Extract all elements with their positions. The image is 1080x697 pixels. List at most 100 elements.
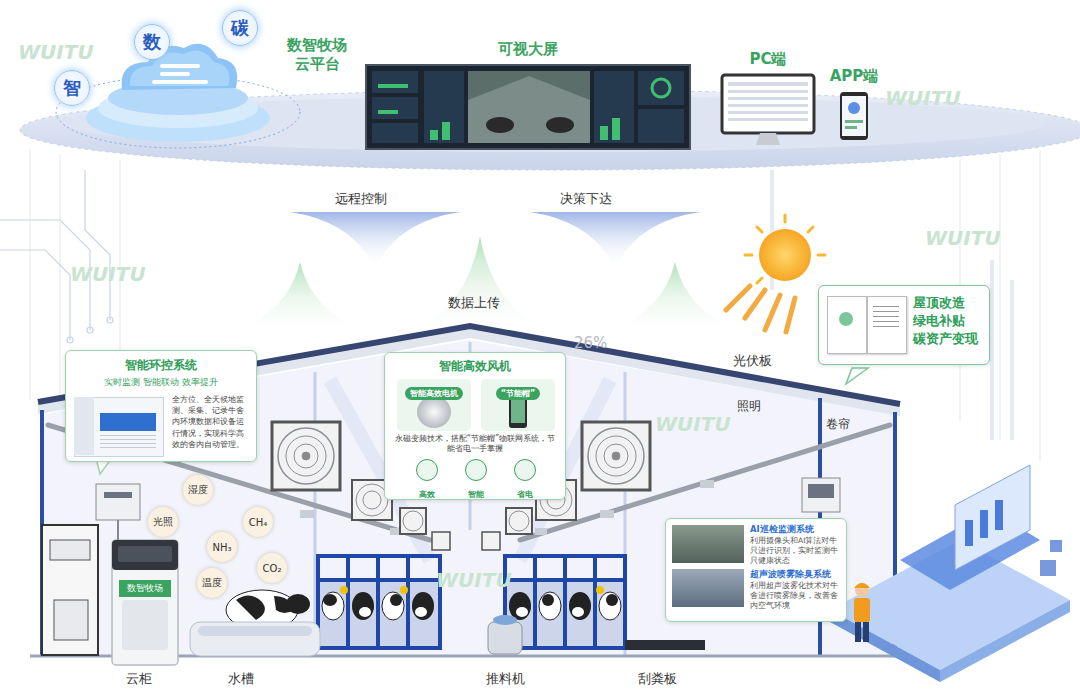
art-ellipse — [286, 594, 310, 614]
art-rect — [995, 500, 1003, 530]
part-label: 刮粪板 — [638, 670, 677, 688]
watermark: WUITU — [655, 412, 731, 436]
art-rect — [600, 510, 614, 518]
certificate-lines — [873, 306, 899, 330]
app-node: APP端 — [838, 92, 870, 142]
art-rect — [990, 260, 994, 440]
node-text: 数智牧场 — [119, 580, 171, 597]
art-g — [30, 150, 1040, 460]
flow-label: 决策下达 — [560, 190, 612, 208]
faint-percent: 26% — [574, 334, 607, 352]
art-circle — [302, 452, 310, 460]
art-ellipse — [352, 592, 374, 620]
node-text: NH₃ — [212, 542, 231, 553]
art-g — [372, 71, 684, 143]
art-rect — [728, 111, 808, 114]
art-line — [784, 215, 787, 222]
certificate-seal — [839, 312, 853, 326]
art-path — [590, 262, 760, 335]
art-rect — [808, 484, 834, 498]
art-rect — [505, 580, 625, 648]
art-g — [378, 79, 670, 140]
art-path — [236, 595, 265, 620]
sensor-bubble: CO₂ — [257, 553, 287, 583]
art-circle — [294, 444, 318, 468]
art-line — [726, 286, 750, 310]
art-circle — [107, 317, 113, 323]
art-rect — [198, 626, 312, 636]
art-line — [1040, 150, 1041, 460]
art-line — [818, 254, 825, 257]
carbon-callout: 屋顶改造 绿电补贴 碳资产变现 — [818, 285, 990, 365]
node-text: 湿度 — [188, 483, 208, 497]
art-circle — [400, 586, 408, 594]
art-ellipse — [390, 594, 402, 606]
node-text: 数 — [143, 30, 161, 54]
art-rect — [160, 64, 200, 68]
art-g — [315, 342, 625, 655]
node-text: 利用超声波雾化技术对牛舍进行喷雾除臭，改善舍内空气环境 — [750, 581, 840, 610]
feature-card: 智能高效电机 — [397, 379, 471, 431]
art-line — [117, 520, 119, 540]
art-rect — [638, 71, 684, 105]
camera-image — [672, 525, 744, 563]
keyword-bubble: 数 — [134, 24, 170, 60]
node-text: 全方位、全天候地监测、采集、记录牛舍内环境数据和设备运行情况，实现科学高效的舍内… — [172, 394, 248, 450]
art-ellipse — [516, 607, 528, 617]
art-rect — [160, 72, 190, 76]
flow-label: 远程控制 — [335, 190, 387, 208]
art-rect — [432, 532, 450, 550]
device-heading: 可视大屏 — [498, 40, 558, 59]
node-text: 智能 — [460, 489, 492, 500]
art-rect — [54, 600, 88, 640]
art-rect — [728, 90, 808, 93]
art-ellipse — [569, 592, 591, 620]
keyword-bubble: 碳 — [222, 10, 258, 46]
env-control-callout: 智能环控系统实时监测 智能联动 效率提升全方位、全天候地监测、采集、记录牛舍内环… — [65, 350, 257, 462]
node-text: 温度 — [202, 576, 222, 590]
art-rect — [845, 126, 857, 129]
art-rect — [505, 556, 625, 648]
art-circle — [612, 452, 620, 460]
node-text: 利用摄像头和AI算法对牛只进行识别，实时监测牛只健康状态 — [750, 536, 840, 565]
sensor-bubble: NH₃ — [207, 532, 237, 562]
art-circle — [363, 491, 381, 509]
art-circle — [855, 583, 869, 597]
motor-image — [417, 396, 451, 428]
art-rect — [372, 71, 418, 93]
sensor-bubble: 温度 — [197, 568, 227, 598]
watermark: WUITU — [70, 262, 146, 286]
art-rect — [1040, 560, 1056, 576]
art-rect — [318, 556, 440, 648]
device-heading: PC端 — [749, 50, 786, 69]
art-line — [745, 290, 765, 318]
feature-card: “节能帽” — [481, 379, 555, 431]
art-ellipse — [323, 594, 337, 606]
art-rect — [442, 122, 450, 140]
node-text: 智能高效电机 — [405, 387, 463, 400]
icon-circle — [416, 459, 438, 481]
art-rect — [722, 75, 814, 133]
watermark: WUITU — [436, 568, 512, 592]
ai-system-callout: AI巡检监测系统利用摄像头和AI算法对牛只进行识别，实时监测牛只健康状态超声波喷… — [665, 518, 847, 622]
part-label: 照明 — [737, 398, 761, 415]
art-line — [60, 155, 61, 395]
art-g — [728, 82, 808, 121]
sensor-bubble: CH₄ — [243, 507, 273, 537]
art-path — [530, 212, 700, 270]
art-rect — [842, 96, 866, 136]
art-rect — [378, 110, 398, 114]
art-g — [965, 500, 1003, 546]
node-text: 智能环控系统 — [74, 357, 248, 374]
art-ellipse — [539, 592, 561, 620]
platform-title: 数智牧场 云平台 — [282, 36, 352, 74]
watermark: WUITU — [925, 226, 1001, 250]
art-path — [395, 236, 565, 335]
feature-icon: 智能 — [460, 459, 492, 497]
art-circle — [286, 436, 326, 476]
art-polygon — [940, 600, 1070, 682]
art-ellipse — [509, 592, 531, 620]
node-text: 屋顶改造 绿电补贴 碳资产变现 — [913, 294, 983, 349]
art-rect — [300, 510, 314, 518]
